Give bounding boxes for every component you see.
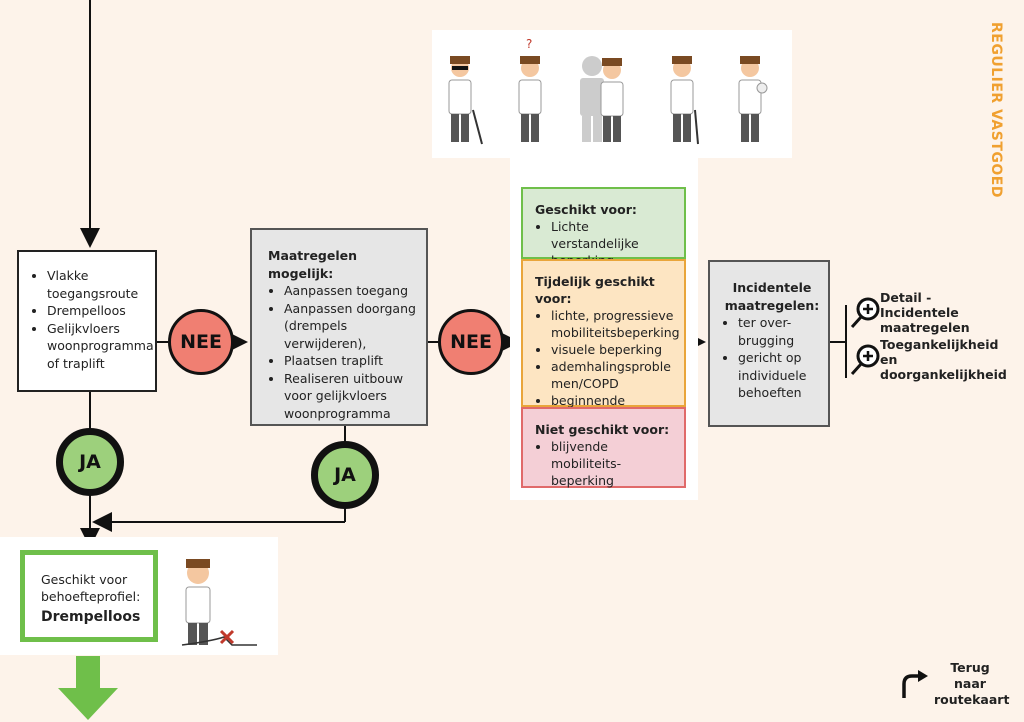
temporary-suitable-box: Tijdelijk geschikt voor: lichte, progres… xyxy=(521,259,686,425)
criteria-list: Vlakke toegangsroute Drempelloos Gelijkv… xyxy=(27,267,154,373)
persona-figures: ? xyxy=(448,37,768,145)
temporary-item: visuele beperking xyxy=(551,341,676,358)
back-to-routemap-link[interactable]: Terug naar routekaart xyxy=(896,660,1010,708)
zoom-plus-icon xyxy=(850,297,880,328)
measures-item: Plaatsen traplift xyxy=(284,352,416,370)
incidental-measures-box: Incidentele maatregelen: ter over-bruggi… xyxy=(708,260,830,427)
not-suitable-item: blijvende mobiliteits-beperking xyxy=(551,438,676,489)
temporary-item: ademhalingsproble men/COPD xyxy=(551,358,676,392)
measures-item: Aanpassen toegang xyxy=(284,282,416,300)
suitable-box: Geschikt voor: Lichte verstandelijke bep… xyxy=(521,187,686,268)
criteria-box: Vlakke toegangsroute Drempelloos Gelijkv… xyxy=(17,250,157,392)
link-detail-incidental[interactable]: Detail - Incidentele maatregelen xyxy=(850,290,1010,335)
link-accessibility[interactable]: Toegankelijkheid en doorgankelijkheid xyxy=(850,337,1015,382)
temporary-item: lichte, progressieve mobiliteitsbeperkin… xyxy=(551,307,680,341)
criteria-item: Drempelloos xyxy=(47,302,149,320)
criteria-item: Vlakke toegangsroute xyxy=(47,267,149,302)
incidental-item: ter over-brugging xyxy=(738,314,820,349)
not-suitable-box: Niet geschikt voor: blijvende mobiliteit… xyxy=(521,407,686,488)
decision-no-1: NEE xyxy=(168,309,234,375)
criteria-item: Gelijkvloers woonprogramma of traplift xyxy=(47,320,154,373)
profile-box: Geschikt voor behoefteprofiel: Drempello… xyxy=(20,550,158,642)
profile-value: Drempelloos xyxy=(41,609,141,625)
link-label: Toegankelijkheid en doorgankelijkheid xyxy=(880,337,1007,382)
back-link-label: Terug naar routekaart xyxy=(934,660,1010,707)
measures-item: Realiseren uitbouw voor gelijkvloers woo… xyxy=(284,370,416,423)
profile-label: Geschikt voor behoefteprofiel: xyxy=(41,572,141,604)
incidental-heading: Incidentele maatregelen: xyxy=(724,280,820,313)
decision-yes-2: JA xyxy=(311,441,379,509)
return-arrow-icon xyxy=(902,670,928,698)
continue-arrow[interactable] xyxy=(58,656,118,720)
decision-no-2: NEE xyxy=(438,309,504,375)
measures-item: Aanpassen doorgang (drempels verwijderen… xyxy=(284,300,416,353)
side-title: REGULIER VASTGOED xyxy=(988,22,1004,198)
incidental-item: gericht op individuele behoeften xyxy=(738,349,820,402)
link-label: Detail - Incidentele maatregelen xyxy=(880,290,970,335)
person-obstacle-illustration xyxy=(181,559,257,646)
measures-list: Aanpassen toegang Aanpassen doorgang (dr… xyxy=(268,282,416,422)
measures-box: Maatregelen mogelijk: Aanpassen toegang … xyxy=(250,228,428,426)
svg-text:?: ? xyxy=(526,37,532,51)
zoom-plus-icon xyxy=(850,344,880,375)
not-suitable-heading: Niet geschikt voor: xyxy=(535,422,670,437)
persona-panel: ? xyxy=(432,30,792,158)
suitable-heading: Geschikt voor: xyxy=(535,202,637,217)
measures-heading: Maatregelen mogelijk: xyxy=(268,248,358,281)
temporary-heading: Tijdelijk geschikt voor: xyxy=(535,274,655,306)
decision-yes-1: JA xyxy=(56,428,124,496)
